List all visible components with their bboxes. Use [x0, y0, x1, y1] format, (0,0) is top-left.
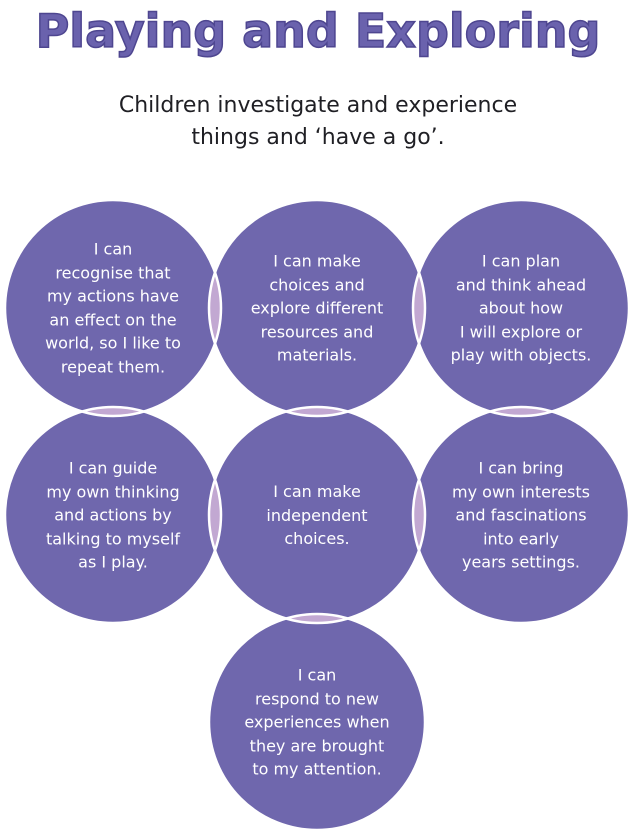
circle — [209, 407, 425, 623]
circle-text-line: I can — [297, 665, 337, 685]
circle-text-line: independent — [266, 505, 368, 525]
circle — [413, 200, 629, 416]
circle-text-line: choices. — [284, 528, 350, 548]
circle-outline — [207, 405, 427, 625]
circle-text-line: my own thinking — [46, 481, 180, 501]
circle — [5, 407, 221, 623]
subtitle: Children investigate and experience thin… — [0, 90, 636, 154]
circle-text-line: my actions have — [46, 286, 180, 306]
circle — [413, 407, 629, 623]
circle-outline — [3, 198, 223, 418]
circle-text-line: I can — [93, 239, 133, 259]
circle-text-line: talking to myself — [45, 528, 181, 548]
subtitle-line: things and ‘have a go’. — [191, 125, 445, 150]
circle-text-line: and think ahead — [455, 274, 587, 294]
circle-text-line: explore different — [250, 298, 384, 318]
circle-text-line: to my attention. — [252, 759, 382, 779]
circle-text-line: I can guide — [68, 458, 158, 478]
circle-text-line: experiences when — [244, 712, 390, 732]
circle-text-line: recognise that — [55, 263, 171, 282]
circle-text-line: resources and — [260, 321, 374, 341]
circle-outline — [411, 405, 631, 625]
circle-text-line: choices and — [269, 274, 365, 294]
circle-text-line: I can make — [273, 481, 361, 501]
circle-text-line: as I play. — [78, 552, 148, 572]
circle-text-line: about how — [478, 298, 564, 318]
circle-text-line: materials. — [276, 345, 358, 365]
circle-text-line: I can make — [273, 251, 361, 271]
subtitle-line: Children investigate and experience — [118, 93, 518, 118]
circle — [209, 200, 425, 416]
circle-text: I can make independent choices. — [222, 480, 412, 551]
circle-text: I can guide my own thinking and actions by… — [18, 456, 208, 574]
circle-text-line: I can bring — [478, 458, 564, 478]
circle-outline — [411, 198, 631, 418]
circle-text-line: and fascinations — [455, 505, 587, 525]
circle-text: I can respond to new experiences when they … — [222, 663, 412, 781]
circle — [5, 200, 221, 416]
circle-outline — [207, 198, 427, 418]
circle-text-line: into early — [483, 528, 559, 548]
circle-text-line: world, so I like to — [45, 333, 181, 353]
circle-text-line: respond to new — [255, 688, 379, 708]
circle-text-line: years settings. — [461, 552, 580, 572]
circle-text-line: repeat them. — [60, 357, 166, 376]
circle-text-line: my own interests — [452, 481, 590, 501]
circle-text-line: play with objects. — [450, 345, 592, 365]
circle-text-line: they are brought — [249, 735, 385, 755]
circle — [209, 614, 425, 830]
circle-text-line: and actions by — [54, 505, 172, 525]
circle-text: I can make choices and explore different re… — [222, 249, 412, 367]
circle-text-line: an effect on the — [49, 310, 177, 329]
circle-text: I can bring my own interests and fascinati… — [426, 456, 616, 574]
circle-text: I can recognise that my actions have an eff… — [18, 238, 208, 379]
circle-outline — [207, 612, 427, 832]
circle-text-line: I can plan — [481, 251, 561, 271]
circle-text-line: I will explore or — [459, 321, 583, 341]
page-title: Playing and Exploring — [35, 3, 601, 59]
circle-outline — [3, 405, 223, 625]
circle-text: I can plan and think ahead about how I will… — [426, 249, 616, 367]
